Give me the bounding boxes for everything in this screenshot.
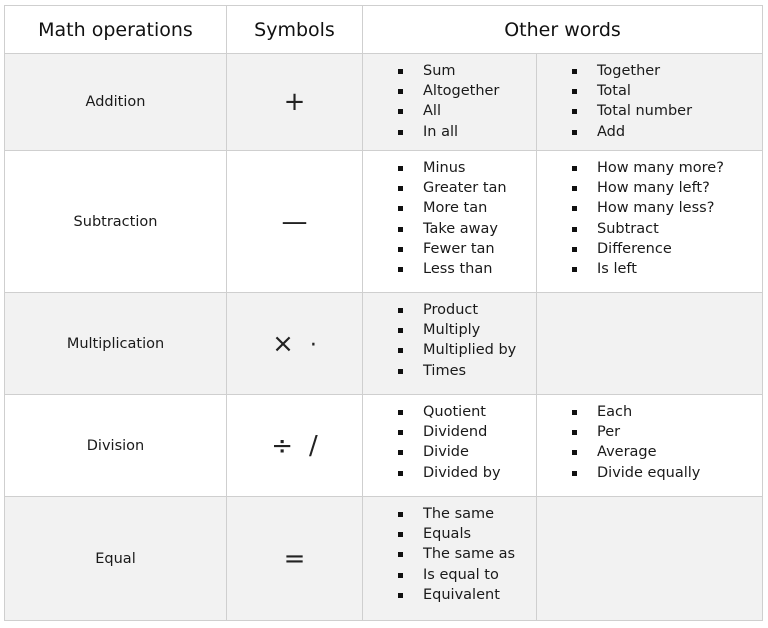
list-item: Take away [363,219,536,239]
symbol: × [272,328,294,359]
list-item: Times [363,361,536,381]
word-list: How many more?How many left?How many les… [537,151,762,287]
list-item: Less than [363,259,536,279]
list-item: Is left [537,259,762,279]
header-row: Math operations Symbols Other words [4,5,763,54]
list-item: Greater tan [363,178,536,198]
other-words-right [536,496,763,621]
list-item: Difference [537,239,762,259]
operation-symbols: ×· [226,292,363,395]
list-item: Total number [537,101,762,121]
list-item: Per [537,422,762,442]
list-item: Average [537,442,762,462]
header-symbols: Symbols [226,5,363,54]
other-words-right [536,292,763,395]
list-item: Multiplied by [363,340,536,360]
list-item: How many more? [537,158,762,178]
symbol: · [309,332,317,358]
list-item: Altogether [363,81,536,101]
list-item: Quotient [363,402,536,422]
symbol: + [283,87,306,117]
operation-symbols: — [226,150,363,293]
operation-name: Multiplication [4,292,227,395]
list-item: Each [537,402,762,422]
math-operations-table: Math operations Symbols Other words Addi… [4,5,763,621]
list-item: Divided by [363,463,536,483]
list-item: Equals [363,524,536,544]
list-item: Divide [363,442,536,462]
other-words-right: How many more?How many left?How many les… [536,150,763,293]
list-item: Is equal to [363,565,536,585]
symbol: / [309,430,318,461]
list-item: More tan [363,198,536,218]
operation-name: Equal [4,496,227,621]
list-item: Equivalent [363,585,536,605]
symbol: = [283,543,306,574]
operation-name: Subtraction [4,150,227,293]
operation-name: Division [4,394,227,497]
list-item: Total [537,81,762,101]
list-item: Add [537,122,762,142]
word-list [537,497,762,512]
list-item: Product [363,300,536,320]
operation-symbols: + [226,53,363,151]
symbol: — [281,206,308,237]
header-operations: Math operations [4,5,227,54]
word-list [537,293,762,308]
operation-symbols: = [226,496,363,621]
list-item: Sum [363,61,536,81]
header-other-words: Other words [362,5,763,54]
list-item: How many less? [537,198,762,218]
list-item: Fewer tan [363,239,536,259]
list-item: The same as [363,544,536,564]
operation-name: Addition [4,53,227,151]
list-item: Subtract [537,219,762,239]
list-item: Divide equally [537,463,762,483]
symbol: ÷ [271,430,294,461]
list-item: How many left? [537,178,762,198]
list-item: Minus [363,158,536,178]
list-item: In all [363,122,536,142]
list-item: The same [363,504,536,524]
list-item: All [363,101,536,121]
list-item: Multiply [363,320,536,340]
list-item: Dividend [363,422,536,442]
list-item: Together [537,61,762,81]
operation-symbols: ÷/ [226,394,363,497]
